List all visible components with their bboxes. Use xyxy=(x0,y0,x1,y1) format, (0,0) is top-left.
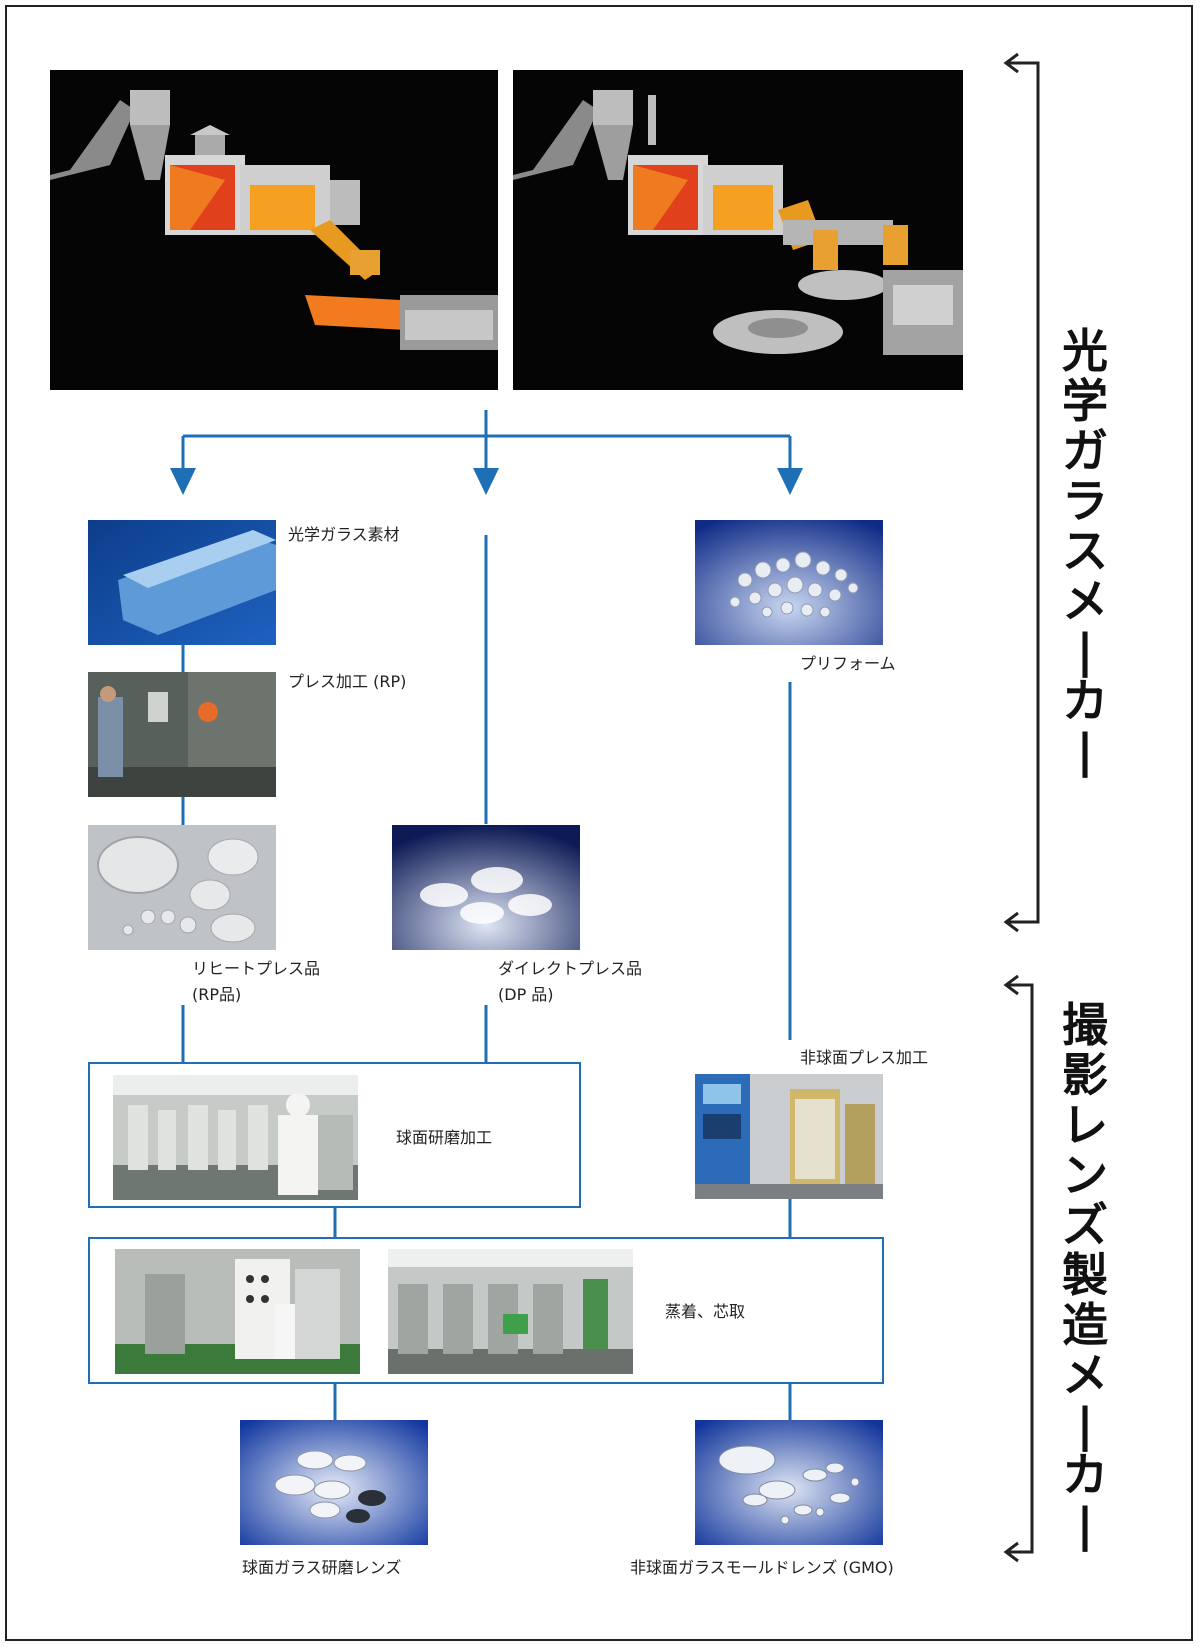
section-label-char: メ xyxy=(1062,1348,1108,1402)
label-preform: プリフォーム xyxy=(800,654,896,673)
glass-material-photo xyxy=(88,520,276,645)
label-glass-material: 光学ガラス素材 xyxy=(288,525,400,544)
spherical-polish-photo xyxy=(113,1075,358,1200)
section-label-char: ガ xyxy=(1062,424,1108,478)
section-label-char: 光 xyxy=(1062,324,1108,378)
label-direct-press-2: (DP 品) xyxy=(498,985,554,1004)
aspheric-gmo-photo xyxy=(695,1420,883,1545)
arrow-middle xyxy=(473,468,499,495)
deposition-photo xyxy=(115,1249,360,1374)
preform-photo xyxy=(695,520,883,645)
section-label-char: メ xyxy=(1062,574,1108,628)
bracket-glass-maker xyxy=(1008,61,1040,924)
melting-furnace-illustration-right xyxy=(513,70,963,390)
label-aspheric-gmo: 非球面ガラスモールドレンズ (GMO) xyxy=(630,1558,894,1577)
label-deposition-centering: 蒸着、芯取 xyxy=(665,1302,746,1321)
section-label-glass-maker: 光学ガラスメーカー光学ガラスメ|カ| xyxy=(1060,326,1110,776)
label-reheat-press-1: リヒートプレス品 xyxy=(192,959,321,978)
section-label-char: | xyxy=(1076,624,1094,678)
label-aspheric-press: 非球面プレス加工 xyxy=(800,1048,929,1067)
page-frame xyxy=(5,5,1193,1641)
centering-photo xyxy=(388,1249,633,1374)
section-label-char: 造 xyxy=(1062,1298,1108,1352)
arrow-right xyxy=(777,468,803,495)
section-label-char: カ xyxy=(1062,674,1108,728)
section-label-char: | xyxy=(1076,1498,1094,1552)
spherical-lens-photo xyxy=(240,1420,428,1545)
reheat-press-product-photo xyxy=(88,825,276,950)
melting-furnace-illustration-left xyxy=(50,70,498,390)
section-label-char: 製 xyxy=(1062,1248,1108,1302)
arrow-left xyxy=(170,468,196,495)
label-reheat-press-2: (RP品) xyxy=(192,985,242,1004)
label-press-rp: プレス加工 (RP) xyxy=(288,672,407,691)
section-label-char: | xyxy=(1076,724,1094,778)
section-label-char: 影 xyxy=(1062,1048,1108,1102)
section-label-char: ラ xyxy=(1062,474,1108,528)
section-label-char: レ xyxy=(1062,1098,1108,1152)
section-label-char: カ xyxy=(1062,1448,1108,1502)
label-spherical-polish: 球面研磨加工 xyxy=(396,1128,493,1147)
section-label-char: 撮 xyxy=(1062,998,1108,1052)
aspheric-press-photo xyxy=(695,1074,883,1199)
label-direct-press-1: ダイレクトプレス品 xyxy=(498,959,643,978)
section-label-char: ス xyxy=(1062,524,1108,578)
section-label-char: ン xyxy=(1062,1148,1108,1202)
direct-press-product-photo xyxy=(392,825,580,950)
label-spherical-lens: 球面ガラス研磨レンズ xyxy=(242,1558,402,1577)
bracket-lens-maker xyxy=(1008,983,1034,1554)
section-label-char: ズ xyxy=(1062,1198,1108,1252)
section-label-char: 学 xyxy=(1062,374,1108,428)
section-label-lens-maker: 撮影レンズ製造メーカー撮影レンズ製造メ|カ| xyxy=(1060,1000,1110,1550)
press-rp-photo xyxy=(88,672,276,797)
section-label-char: | xyxy=(1076,1398,1094,1452)
